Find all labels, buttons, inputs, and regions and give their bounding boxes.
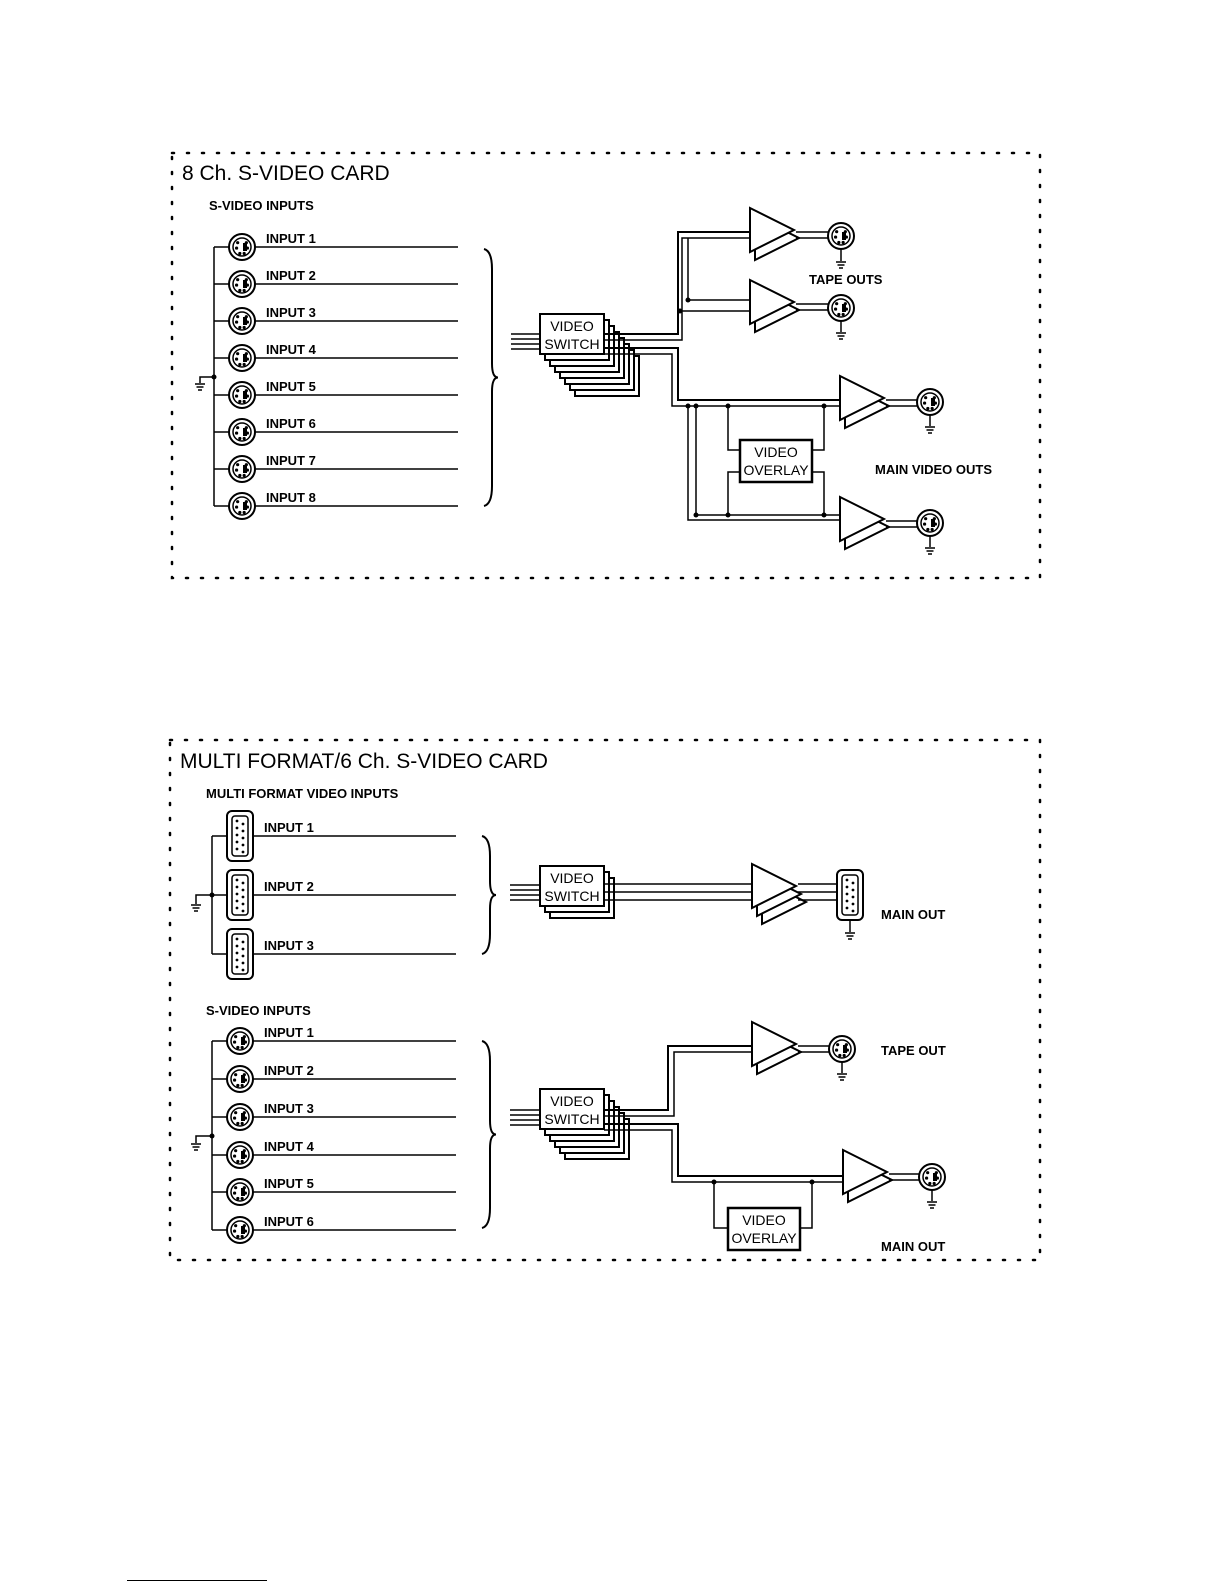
video-switch-label: VIDEO — [550, 870, 594, 886]
ground-icon — [925, 426, 935, 434]
ground-icon — [836, 332, 846, 340]
ground-icon — [927, 1201, 937, 1209]
card1-input-label: INPUT 7 — [266, 453, 316, 468]
video-overlay-label: OVERLAY — [731, 1230, 797, 1246]
card1-input-label: INPUT 1 — [266, 231, 316, 246]
card1-tape-amp-2 — [749, 278, 802, 334]
s-video-input-icon — [228, 492, 256, 520]
card2-main-out-label: MAIN OUT — [881, 1239, 945, 1254]
s-video-input-icon — [228, 270, 256, 298]
ground-icon — [845, 932, 855, 940]
card1-video-overlay: VIDEO OVERLAY — [738, 438, 814, 484]
card2-svideo-input-label: INPUT 1 — [264, 1025, 314, 1040]
card1-main-amp-2 — [839, 495, 892, 551]
s-video-input-icon — [226, 1216, 254, 1244]
card2-main-amp — [842, 1148, 895, 1204]
card1-inputs-heading: S-VIDEO INPUTS — [209, 198, 314, 213]
card1-input-label: INPUT 4 — [266, 342, 317, 357]
card2-frame — [168, 738, 1042, 1262]
ground-icon — [191, 1143, 201, 1151]
card1-input-label: INPUT 6 — [266, 416, 316, 431]
video-switch-label: VIDEO — [550, 318, 594, 334]
card2-video-overlay: VIDEO OVERLAY — [726, 1206, 802, 1252]
input-bracket — [481, 835, 497, 955]
s-video-input-icon — [228, 381, 256, 409]
dsub-output-icon — [836, 869, 864, 921]
s-video-input-icon — [226, 1178, 254, 1206]
card2-multi-main-amp — [751, 862, 809, 926]
s-video-output-icon — [916, 509, 944, 537]
s-video-output-icon — [828, 1035, 856, 1063]
card2-tape-amp — [751, 1020, 804, 1076]
ground-icon — [836, 261, 846, 269]
dsub-input-icon — [226, 928, 254, 980]
s-video-output-icon — [918, 1163, 946, 1191]
ground-icon — [837, 1073, 847, 1081]
card2-multi-heading: MULTI FORMAT VIDEO INPUTS — [206, 786, 399, 801]
card2-svideo-input-label: INPUT 2 — [264, 1063, 314, 1078]
s-video-input-icon — [226, 1103, 254, 1131]
s-video-input-icon — [228, 455, 256, 483]
video-switch-label: VIDEO — [550, 1093, 594, 1109]
card1-input-label: INPUT 5 — [266, 379, 316, 394]
card1-input-label: INPUT 3 — [266, 305, 316, 320]
card1-input-label: INPUT 2 — [266, 268, 316, 283]
s-video-input-icon — [226, 1027, 254, 1055]
ground-icon — [195, 383, 205, 391]
s-video-output-icon — [827, 222, 855, 250]
video-overlay-label: VIDEO — [742, 1212, 786, 1228]
s-video-input-icon — [228, 344, 256, 372]
card2-svideo-input-label: INPUT 6 — [264, 1214, 314, 1229]
card2-multi-input-label: INPUT 3 — [264, 938, 314, 953]
card2-multi-video-switch: VIDEO SWITCH — [539, 865, 615, 919]
s-video-input-icon — [226, 1065, 254, 1093]
card1-title: 8 Ch. S-VIDEO CARD — [182, 162, 390, 185]
card1-frame — [170, 151, 1042, 580]
video-switch-label: SWITCH — [544, 1111, 599, 1127]
video-overlay-label: OVERLAY — [743, 462, 809, 478]
input-bracket — [483, 248, 499, 507]
dsub-input-icon — [226, 810, 254, 862]
card1-video-switch: VIDEO SWITCH — [539, 313, 640, 397]
ground-icon — [191, 904, 201, 912]
card2-svideo-video-switch: VIDEO SWITCH — [539, 1088, 630, 1160]
card2-multi-input-label: INPUT 2 — [264, 879, 314, 894]
card2-svideo-input-label: INPUT 4 — [264, 1139, 315, 1154]
s-video-input-icon — [226, 1141, 254, 1169]
input-bracket — [481, 1040, 497, 1229]
card1-main-amp-1 — [839, 374, 892, 430]
card2-svideo-input-label: INPUT 5 — [264, 1176, 314, 1191]
dsub-input-icon — [226, 869, 254, 921]
card2-multi-main-out-label: MAIN OUT — [881, 907, 945, 922]
footer-rule — [127, 1580, 267, 1581]
s-video-input-icon — [228, 233, 256, 261]
s-video-input-icon — [228, 418, 256, 446]
card2-svideo-input-label: INPUT 3 — [264, 1101, 314, 1116]
card1-input-label: INPUT 8 — [266, 490, 316, 505]
card2-multi-input-label: INPUT 1 — [264, 820, 314, 835]
card1-tape-amp-1 — [749, 206, 802, 262]
video-switch-label: SWITCH — [544, 336, 599, 352]
video-overlay-label: VIDEO — [754, 444, 798, 460]
s-video-output-icon — [916, 388, 944, 416]
card1-tape-outs-label: TAPE OUTS — [809, 272, 883, 287]
s-video-input-icon — [228, 307, 256, 335]
card1-main-outs-label: MAIN VIDEO OUTS — [875, 462, 992, 477]
video-switch-label: SWITCH — [544, 888, 599, 904]
card2-title: MULTI FORMAT/6 Ch. S-VIDEO CARD — [180, 750, 548, 773]
ground-icon — [925, 547, 935, 555]
s-video-output-icon — [827, 294, 855, 322]
card2-svideo-heading: S-VIDEO INPUTS — [206, 1003, 311, 1018]
card2-tape-out-label: TAPE OUT — [881, 1043, 946, 1058]
